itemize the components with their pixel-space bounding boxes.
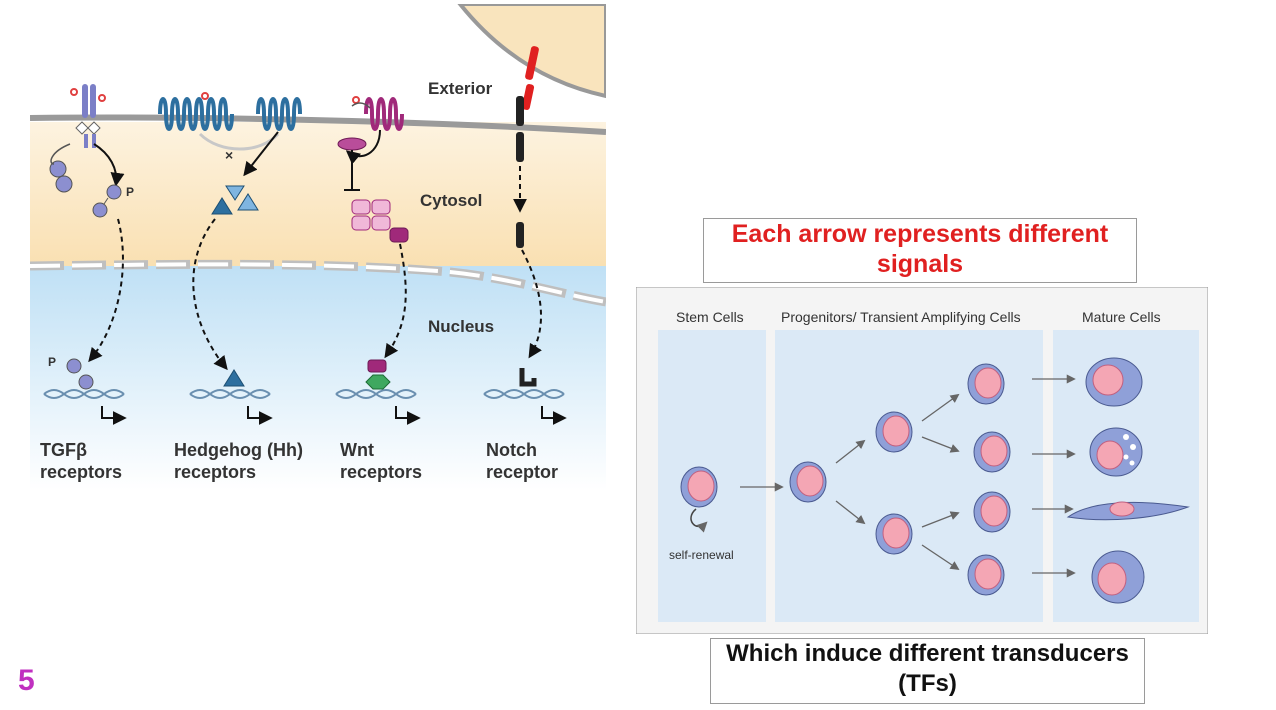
arrow-p3-to-p6 bbox=[921, 511, 960, 528]
tgf-label-line1: TGFβ bbox=[40, 440, 87, 460]
dishevelled bbox=[337, 137, 367, 151]
progenitor-cell-1 bbox=[789, 461, 827, 503]
notch-label-line2: receptor bbox=[486, 462, 558, 482]
arrow-p2-to-p5 bbox=[921, 436, 960, 453]
frizzled-receptor bbox=[351, 96, 404, 131]
cytosol-region bbox=[30, 122, 606, 272]
wnt-label-line1: Wnt bbox=[340, 440, 374, 460]
hh-dna bbox=[189, 369, 273, 425]
phospho-label: P bbox=[126, 185, 134, 199]
exterior-label: Exterior bbox=[428, 79, 493, 98]
tgf-dna: P bbox=[43, 355, 127, 425]
hh-transducer-complex bbox=[211, 185, 259, 215]
signaling-pathways-diagram: Exterior Cytosol Nucleus P bbox=[30, 4, 606, 490]
mature-cell-2 bbox=[1089, 427, 1143, 477]
smoothened-receptor bbox=[256, 97, 302, 131]
hedgehog-pathway: × Hedgehog (Hh) receptors bbox=[158, 92, 303, 482]
patched-receptor bbox=[158, 92, 234, 131]
progenitor-cell-3 bbox=[875, 513, 913, 555]
self-renewal-label: self-renewal bbox=[669, 548, 734, 562]
wnt-pathway: Wnt receptors bbox=[335, 96, 422, 482]
progenitor-cell-6 bbox=[973, 491, 1011, 533]
mature-cell-4 bbox=[1091, 550, 1145, 604]
phospho-label-nuclear: P bbox=[48, 355, 56, 369]
progenitor-cell-7 bbox=[967, 554, 1005, 596]
phospho-smad: P bbox=[92, 184, 134, 218]
tgf-beta-pathway: P P TGFβ receptors bbox=[40, 84, 134, 482]
heading-progenitors: Progenitors/ Transient Amplifying Cells bbox=[781, 309, 1021, 325]
nucleus-label: Nucleus bbox=[428, 317, 494, 336]
delta-ligand bbox=[521, 46, 539, 110]
differentiation-diagram: Stem Cells Progenitors/ Transient Amplif… bbox=[636, 287, 1208, 634]
self-renewal-loop bbox=[690, 508, 708, 533]
arrow-p3-to-p7 bbox=[921, 544, 960, 571]
notch-dna bbox=[483, 368, 567, 425]
arrow-p1-to-p3 bbox=[835, 500, 866, 525]
notch-intracellular-domain bbox=[516, 222, 524, 248]
wnt-dna bbox=[335, 359, 421, 425]
beta-catenin bbox=[389, 227, 409, 243]
heading-stem: Stem Cells bbox=[676, 309, 744, 325]
progenitor-cell-2 bbox=[875, 411, 913, 453]
progenitor-cell-5 bbox=[973, 431, 1011, 473]
notch-label-line1: Notch bbox=[486, 440, 537, 460]
block-mark: × bbox=[225, 147, 233, 163]
notch-receptor bbox=[516, 96, 524, 162]
arrow-p2-to-p4 bbox=[921, 393, 960, 422]
progenitor-cell-4 bbox=[967, 363, 1005, 405]
cytosol-label: Cytosol bbox=[420, 191, 482, 210]
mature-cell-1 bbox=[1085, 357, 1143, 407]
arrow-p1-to-p2 bbox=[835, 439, 866, 464]
heading-mature: Mature Cells bbox=[1082, 309, 1161, 325]
destruction-complex bbox=[351, 199, 391, 231]
smad-complex bbox=[49, 143, 73, 193]
nucleus-region bbox=[30, 266, 606, 490]
bottom-callout: Which induce different transducers (TFs) bbox=[710, 638, 1145, 704]
mature-cell-3 bbox=[1066, 501, 1190, 521]
plasma-membrane bbox=[30, 114, 606, 135]
stem-cell bbox=[680, 466, 718, 508]
tgf-label-line2: receptors bbox=[40, 462, 122, 482]
notch-pathway: Notch receptor bbox=[483, 46, 567, 482]
hedgehog-label-line1: Hedgehog (Hh) bbox=[174, 440, 303, 460]
tgf-receptor bbox=[70, 84, 106, 148]
slide-number: 5 bbox=[18, 664, 35, 697]
top-callout: Each arrow represents different signals bbox=[703, 218, 1137, 283]
wnt-label-line2: receptors bbox=[340, 462, 422, 482]
hedgehog-label-line2: receptors bbox=[174, 462, 256, 482]
